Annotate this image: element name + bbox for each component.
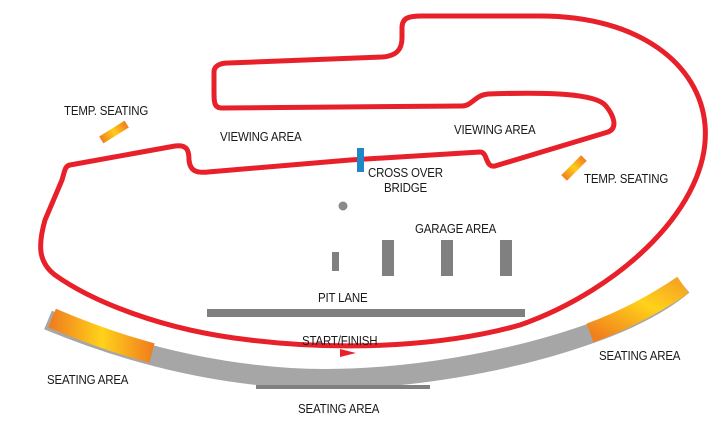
temp-seating-right-label: TEMP. SEATING	[584, 172, 669, 186]
garage-block-2	[382, 240, 394, 276]
garage-block-1	[332, 252, 339, 271]
garage-block-4	[500, 240, 512, 276]
garage-block-3	[441, 240, 453, 276]
temp-seating-left	[99, 120, 129, 144]
race-track	[38, 13, 708, 349]
viewing-area-left-label: VIEWING AREA	[220, 130, 302, 144]
seating-segment-left	[48, 308, 155, 363]
seating-area-right-label: SEATING AREA	[599, 349, 681, 363]
seating-area-bottom-label: SEATING AREA	[298, 402, 380, 416]
temp-seating-right	[561, 155, 587, 181]
start-finish-flag	[340, 349, 356, 357]
seating-segment-right	[586, 276, 689, 343]
garage-area-label: GARAGE AREA	[415, 222, 497, 236]
cross-over-bridge-label-line1: CROSS OVER	[368, 166, 443, 180]
cross-over-bridge-label-line2: BRIDGE	[384, 181, 427, 195]
pit-lane-label: PIT LANE	[318, 291, 368, 305]
marker-dot	[338, 201, 348, 211]
seating-bottom-base	[256, 385, 430, 389]
seating-area-left-label: SEATING AREA	[47, 373, 129, 387]
cross-over-bridge	[357, 148, 364, 172]
viewing-area-right-label: VIEWING AREA	[454, 123, 536, 137]
temp-seating-left-label: TEMP. SEATING	[64, 104, 149, 118]
pit-lane	[207, 309, 525, 317]
start-finish-label: START/FINISH	[302, 334, 378, 348]
